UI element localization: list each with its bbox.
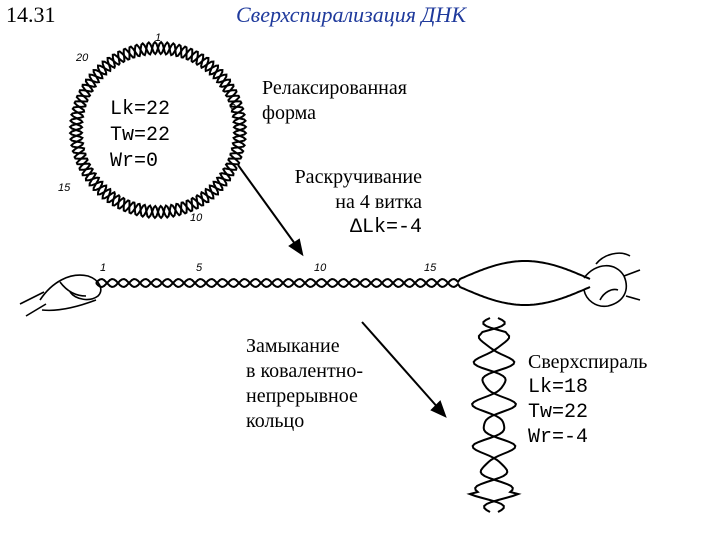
ring-tick-1: 1 — [155, 32, 162, 44]
relaxed-label-line: форма — [262, 102, 317, 124]
linear-tick-5: 5 — [196, 262, 203, 274]
tw-value: Tw=22 — [110, 124, 171, 147]
closure-label-line: Замыкание — [246, 335, 340, 357]
slide-number: 14.31 — [6, 2, 56, 27]
linear-tick-1: 1 — [100, 262, 107, 274]
unwind-label-line: на 4 витка — [335, 191, 422, 213]
right-hand-icon — [583, 252, 641, 308]
left-hand-icon — [19, 274, 102, 317]
closure-label-line: непрерывное — [246, 385, 358, 407]
relaxed-ring-params: Lk=22 Tw=22 Wr=0 — [110, 97, 170, 175]
delta-lk-value: ΔLk=-4 — [349, 216, 422, 239]
closure-label: Замыкание в ковалентно- непрерывное коль… — [246, 334, 363, 434]
supercoil-dna — [466, 317, 522, 513]
relaxed-form-label: Релаксированная форма — [262, 76, 407, 126]
wr-value: Wr=0 — [110, 150, 159, 173]
closure-arrow — [361, 321, 447, 418]
ring-tick-5: 5 — [230, 100, 237, 112]
tw-value: Tw=22 — [528, 401, 589, 424]
lk-value: Lk=22 — [110, 98, 171, 121]
ring-tick-15: 15 — [58, 182, 71, 194]
closure-label-line: кольцо — [246, 410, 305, 432]
supercoil-title: Сверхспираль — [528, 351, 648, 373]
closure-label-line: в ковалентно- — [246, 360, 364, 382]
relaxed-dna-ring — [68, 40, 248, 220]
slide-title: Сверхспирализация ДНК — [236, 2, 466, 27]
ring-tick-10: 10 — [190, 212, 203, 224]
wr-value: Wr=-4 — [528, 426, 589, 449]
linear-tick-10: 10 — [314, 262, 327, 274]
linear-dna — [95, 260, 591, 306]
lk-value: Lk=18 — [528, 376, 589, 399]
unwind-label-line: Раскручивание — [294, 166, 422, 188]
unwind-arrow — [237, 164, 304, 257]
ring-tick-20: 20 — [76, 52, 89, 64]
relaxed-label-line: Релаксированная — [262, 77, 407, 99]
supercoil-params: Сверхспираль Lk=18 Tw=22 Wr=-4 — [528, 350, 647, 450]
unwind-label: Раскручивание на 4 витка ΔLk=-4 — [262, 165, 422, 240]
linear-tick-15: 15 — [424, 262, 437, 274]
